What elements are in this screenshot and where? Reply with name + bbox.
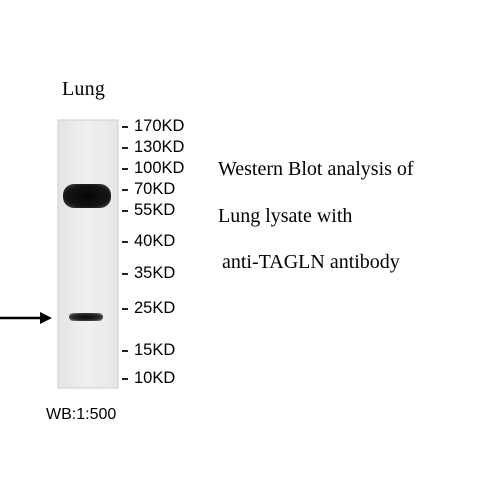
marker-25kd: 25KD <box>122 298 175 318</box>
lane-label: Lung <box>62 78 106 100</box>
marker-55kd: 55KD <box>122 200 175 220</box>
marker-40kd: 40KD <box>122 231 175 251</box>
arrow-icon <box>0 312 52 324</box>
caption-line-1: Western Blot analysis of <box>218 158 414 180</box>
marker-70kd: 70KD <box>122 179 175 199</box>
caption-line-2: Lung lysate with <box>218 205 353 227</box>
marker-130kd: 130KD <box>122 137 184 157</box>
dilution-label: WB:1:500 <box>46 406 117 423</box>
band-70kd <box>63 184 111 208</box>
band-25kd <box>69 313 103 321</box>
marker-10kd: 10KD <box>122 368 175 388</box>
marker-100kd: 100KD <box>122 158 184 178</box>
marker-15kd: 15KD <box>122 340 175 360</box>
marker-35kd: 35KD <box>122 263 175 283</box>
marker-170kd: 170KD <box>122 116 184 136</box>
blot-lane <box>57 119 119 389</box>
caption-line-3: anti-TAGLN antibody <box>222 251 400 273</box>
